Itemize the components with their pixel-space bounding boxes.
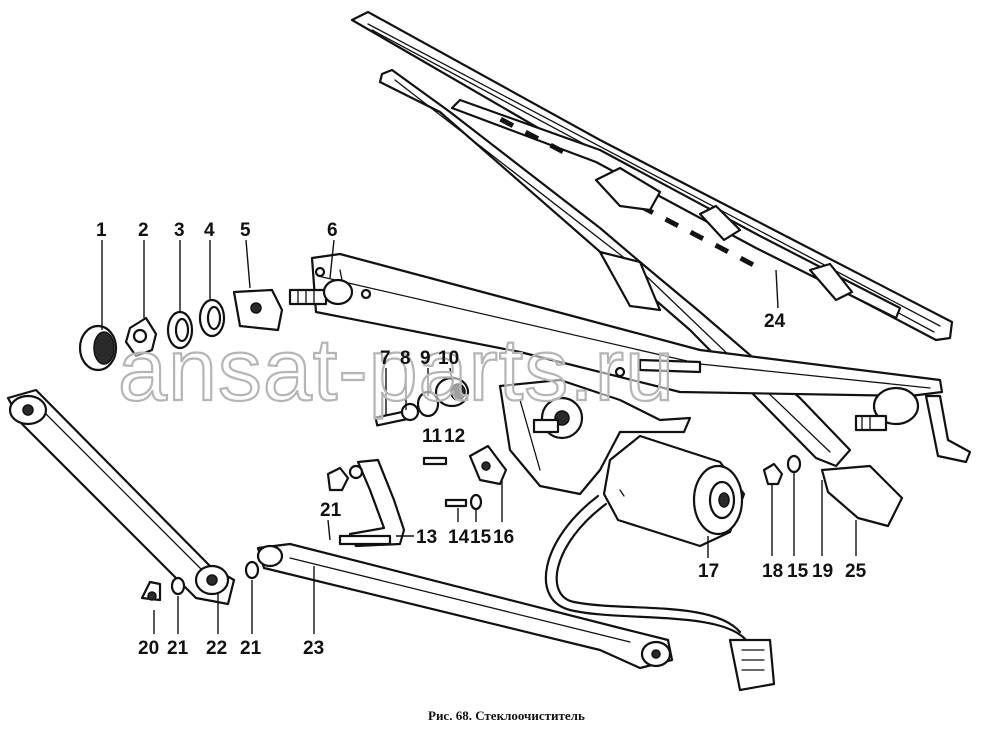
part-label: 23 <box>303 638 324 659</box>
part-label: 1 <box>96 220 107 241</box>
crank-lever <box>338 458 406 548</box>
part-label: 10 <box>438 348 459 369</box>
part-label: 25 <box>845 561 867 582</box>
part-label: 21 <box>167 638 189 659</box>
part-label: 14 <box>448 527 470 548</box>
part-label: 12 <box>444 426 465 447</box>
gearbox-crank <box>532 396 584 440</box>
part-label: 3 <box>174 220 185 241</box>
part-label: 13 <box>416 527 437 548</box>
figure-caption: Рис. 68. Стеклоочиститель <box>428 708 585 723</box>
link-rod-bottom <box>256 542 674 670</box>
washer-4 <box>198 298 226 338</box>
washer-3 <box>166 310 194 350</box>
part-label: 4 <box>204 220 215 241</box>
limit-switch <box>468 444 508 486</box>
part-label: 21 <box>240 638 262 659</box>
rubber-bushing <box>78 324 118 372</box>
screw-small <box>422 456 468 508</box>
leader-lines <box>101 239 857 634</box>
part-label: 24 <box>764 311 786 332</box>
part-label: 21 <box>320 500 342 521</box>
part-label: 15 <box>470 527 492 548</box>
part-label: 19 <box>812 561 833 582</box>
nut-18 <box>762 462 784 486</box>
part-label: 9 <box>420 348 431 369</box>
bolt <box>374 402 420 427</box>
part-label: 22 <box>206 638 227 659</box>
arm-cover-cap <box>820 464 904 528</box>
clip-20 <box>140 580 162 602</box>
part-label: 15 <box>787 561 809 582</box>
washer-21 <box>170 560 260 596</box>
part-label: 5 <box>240 220 251 241</box>
part-labels: 1 2 3 4 5 6 7 8 9 10 11 12 21 13 14 15 1… <box>96 220 867 659</box>
part-label: 8 <box>400 348 411 369</box>
rubber-pad <box>232 288 284 332</box>
part-label: 16 <box>493 527 514 548</box>
part-label: 18 <box>762 561 783 582</box>
wiper-motor <box>602 434 746 548</box>
part-label: 17 <box>698 561 719 582</box>
part-label: 20 <box>138 638 159 659</box>
part-label: 7 <box>380 348 391 369</box>
wiper-blade <box>350 10 954 342</box>
nut <box>124 316 158 358</box>
grommet <box>434 376 470 408</box>
left-pivot-spindle <box>288 278 354 306</box>
nut-small-21 <box>326 464 364 492</box>
motor-cable-connector <box>544 494 776 692</box>
watermark: ansat-parts.ru <box>118 320 675 419</box>
part-label: 6 <box>327 220 338 241</box>
link-rod-left <box>6 388 236 606</box>
part-label: 11 <box>422 426 443 447</box>
right-pivot-spindle <box>854 386 920 432</box>
part-label: 2 <box>138 220 149 241</box>
